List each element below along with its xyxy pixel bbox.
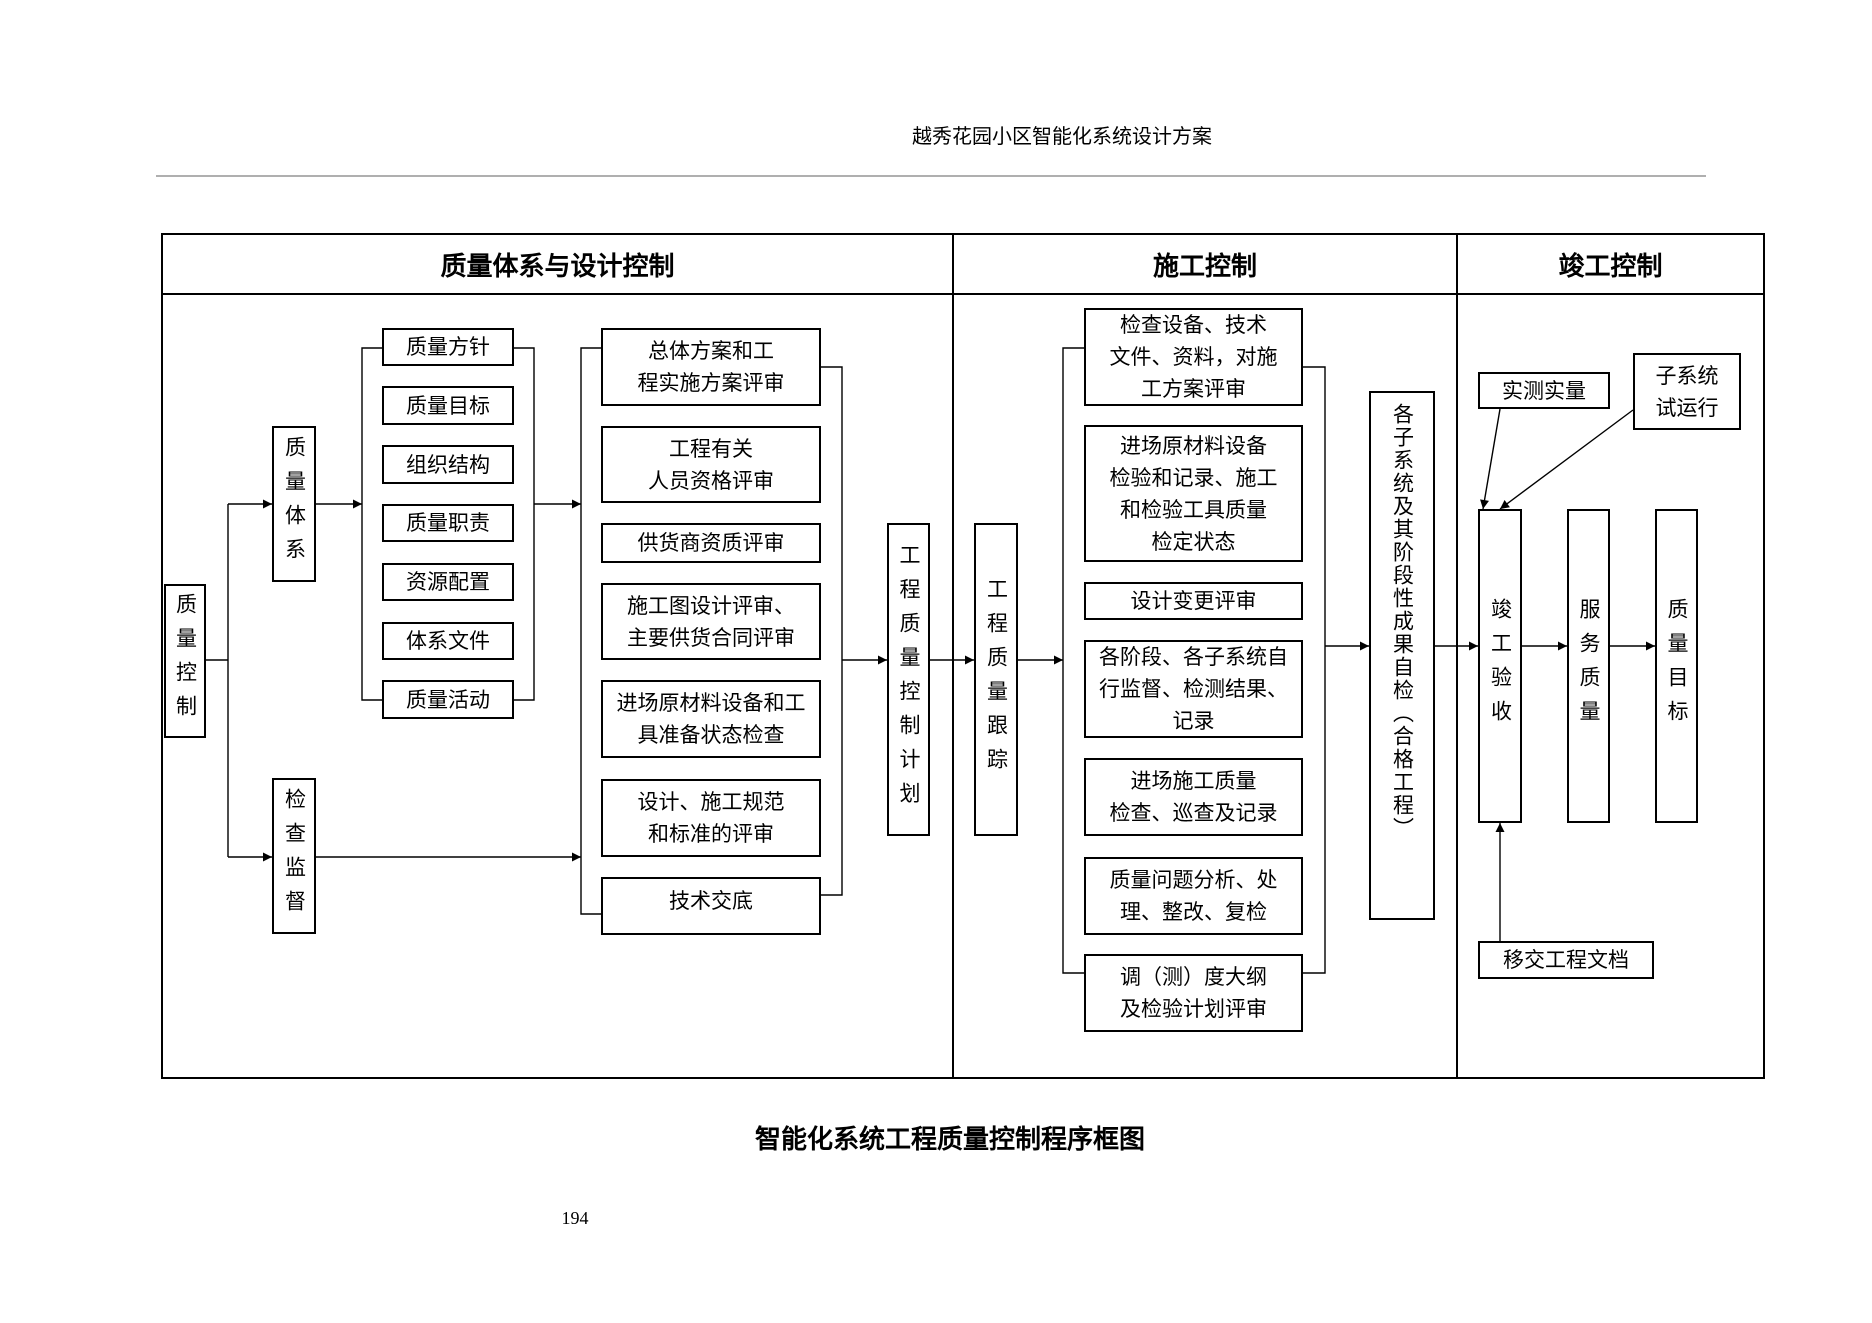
- box-drawing-contract-review: 施工图设计评审、 主要供货合同评审: [601, 583, 821, 660]
- box-quality-tracking: 工程质量跟踪: [974, 523, 1018, 836]
- box-label: 质量控制: [173, 593, 198, 729]
- box-quality-system: 质量体系: [272, 426, 316, 582]
- arrow-measurement-to-acceptance: [1480, 408, 1501, 510]
- box-service-quality: 服务质量: [1567, 509, 1610, 823]
- box-personnel-qualification-review: 工程有关 人员资格评审: [601, 426, 821, 503]
- box-document-handover: 移交工程文档: [1478, 941, 1654, 979]
- figure-caption: 智能化系统工程质量控制程序框图: [754, 1125, 1145, 1155]
- box-subsystem-trial-run: 子系统 试运行: [1633, 353, 1741, 430]
- box-label: 检查监督: [282, 788, 307, 924]
- column-title-construction: 施工控制: [1152, 251, 1257, 282]
- box-incoming-materials-inspection: 进场原材料设备 检验和记录、施工 和检验工具质量 检定状态: [1084, 425, 1303, 562]
- box-incoming-materials-check: 进场原材料设备和工 具准备状态检查: [601, 680, 821, 758]
- box-subsystem-self-check: 各子系统及其阶段性成果自检（合格工程）: [1369, 391, 1435, 920]
- box-resource-allocation: 资源配置: [382, 563, 514, 601]
- box-field-measurement: 实测实量: [1478, 372, 1610, 409]
- column-title-design: 质量体系与设计控制: [440, 251, 675, 282]
- box-design-change-review: 设计变更评审: [1084, 582, 1303, 620]
- box-system-documents: 体系文件: [382, 622, 514, 660]
- box-quality-activities: 质量活动: [382, 680, 514, 719]
- bracket-reviews-right: [821, 366, 843, 896]
- box-label: 工程质量控制计划: [897, 543, 921, 816]
- box-label: 工程质量跟踪: [984, 577, 1009, 782]
- box-quality-responsibilities: 质量职责: [382, 504, 514, 542]
- box-supplier-qualification-review: 供货商资质评审: [601, 523, 821, 563]
- box-standards-review: 设计、施工规范 和标准的评审: [601, 779, 821, 857]
- box-label: 质量体系: [282, 436, 307, 572]
- box-quality-issue-handling: 质量问题分析、处 理、整改、复检: [1084, 857, 1303, 935]
- page-header-title: 越秀花园小区智能化系统设计方案: [912, 124, 1212, 148]
- box-quality-target: 质量目标: [1655, 509, 1698, 823]
- box-organization-structure: 组织结构: [382, 445, 514, 484]
- diagram-frame: [161, 233, 1765, 1079]
- box-label: 各子系统及其阶段性成果自检（合格工程）: [1390, 403, 1415, 840]
- box-equipment-document-review: 检查设备、技术 文件、资料，对施 工方案评审: [1084, 308, 1303, 406]
- box-technical-briefing: 技术交底: [601, 877, 821, 935]
- box-label: 竣工验收: [1488, 598, 1513, 734]
- box-commissioning-plan-review: 调（测）度大纲 及检验计划评审: [1084, 954, 1303, 1032]
- box-overall-plan-review: 总体方案和工 程实施方案评审: [601, 328, 821, 406]
- bracket-elements-right: [514, 347, 535, 701]
- bracket-construction-left: [1062, 347, 1084, 974]
- bracket-reviews-left: [580, 347, 601, 915]
- bracket-construction-right: [1303, 366, 1326, 974]
- column-title-completion: 竣工控制: [1558, 251, 1663, 282]
- box-label: 服务质量: [1577, 598, 1601, 734]
- box-quality-control: 质量控制: [164, 584, 206, 738]
- page-number: 194: [561, 1208, 589, 1228]
- box-inspection-supervision: 检查监督: [272, 778, 316, 934]
- box-quality-objectives: 质量目标: [382, 386, 514, 425]
- box-site-quality-inspection: 进场施工质量 检查、巡查及记录: [1084, 758, 1303, 836]
- arrow-trial-run-to-acceptance: [1499, 409, 1634, 510]
- box-quality-policy: 质量方针: [382, 328, 514, 366]
- box-label: 质量目标: [1665, 598, 1689, 734]
- bracket-elements-left: [361, 347, 382, 701]
- box-completion-acceptance: 竣工验收: [1478, 509, 1522, 823]
- box-self-supervision: 各阶段、各子系统自 行监督、检测结果、 记录: [1084, 640, 1303, 738]
- box-quality-control-plan: 工程质量控制计划: [887, 523, 930, 836]
